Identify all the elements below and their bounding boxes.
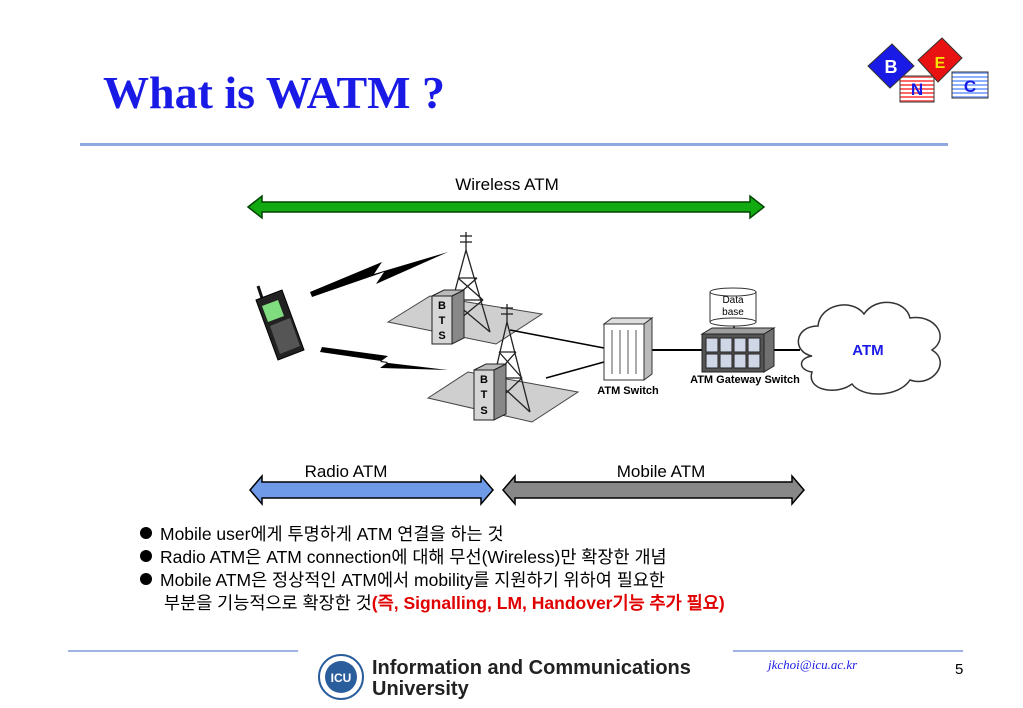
title-divider	[80, 143, 948, 146]
icu-seal-text: ICU	[331, 671, 352, 685]
bullet-text: Mobile user에게 투명하게 ATM 연결을 하는 것	[160, 524, 504, 544]
bts-cabinet-2: B T S	[473, 363, 507, 421]
logo-letter-b: B	[885, 57, 898, 77]
bullet-continuation-text: 부분을 기능적으로 확장한 것	[164, 593, 372, 613]
database-label-line1: Data	[722, 295, 744, 306]
bts1-letter-b: B	[438, 300, 446, 312]
bullet-dot-icon	[140, 573, 152, 586]
bts1-letter-t: T	[439, 315, 446, 327]
bts-cabinet-1: B T S	[431, 289, 465, 345]
logo-letter-c: C	[964, 77, 976, 96]
mobile-atm-label: Mobile ATM	[617, 462, 706, 481]
mobile-atm-arrow	[502, 473, 805, 507]
bullet-item: Mobile ATM은 정상적인 ATM에서 mobility를 지원하기 위하…	[140, 569, 725, 592]
link-bts2-switch	[545, 361, 605, 379]
bullet-dot-icon	[140, 550, 152, 563]
bullet-text: Mobile ATM은 정상적인 ATM에서 mobility를 지원하기 위하…	[160, 570, 666, 590]
watm-diagram: Wireless ATM B T S B T S	[246, 175, 941, 507]
icu-seal-logo: ICU	[318, 654, 364, 700]
bullet-highlight-text: (즉, Signalling, LM, Handover기능 추가 필요)	[371, 593, 725, 613]
bullet-text: Radio ATM은 ATM connection에 대해 무선(Wireles…	[160, 547, 667, 567]
database-icon	[709, 287, 757, 327]
radio-link-bolt-2	[320, 347, 448, 370]
atm-cloud-label: ATM	[852, 342, 883, 359]
bts2-letter-s: S	[480, 405, 487, 417]
footer-divider-right	[733, 650, 963, 652]
university-name-line1: Information and Communications	[372, 657, 691, 679]
bullet-continuation: 부분을 기능적으로 확장한 것(즉, Signalling, LM, Hando…	[140, 592, 725, 615]
atm-cloud	[797, 301, 941, 395]
radio-link-bolt-1	[310, 252, 448, 297]
atm-gateway-switch	[700, 327, 776, 373]
university-name-line2: University	[372, 678, 469, 700]
bts2-letter-t: T	[481, 389, 488, 401]
wireless-atm-label: Wireless ATM	[455, 175, 559, 194]
atm-switch-label: ATM Switch	[597, 385, 659, 397]
mobile-phone-icon	[255, 285, 305, 361]
page-title: What is WATM ?	[103, 67, 446, 118]
logo-letter-n: N	[911, 80, 923, 99]
wireless-atm-arrow	[246, 194, 766, 220]
page-number: 5	[955, 661, 964, 678]
radio-atm-label: Radio ATM	[305, 462, 388, 481]
university-name: Information and Communications Universit…	[372, 658, 691, 700]
bnec-logo: B E N C	[867, 37, 989, 103]
atm-switch	[602, 317, 654, 381]
footer-divider-left	[68, 650, 298, 652]
cell-plate-1	[386, 295, 544, 345]
bullet-item: Radio ATM은 ATM connection에 대해 무선(Wireles…	[140, 546, 725, 569]
author-email: jkchoi@icu.ac.kr	[768, 657, 858, 672]
bts1-letter-s: S	[438, 330, 445, 342]
bullet-dot-icon	[140, 527, 152, 540]
gateway-switch-label: ATM Gateway Switch	[690, 374, 800, 386]
database-label-line2: base	[722, 307, 744, 318]
link-bts1-switch	[509, 329, 605, 349]
logo-letter-e: E	[935, 55, 946, 72]
bullet-list: Mobile user에게 투명하게 ATM 연결을 하는 것 Radio AT…	[140, 523, 725, 615]
bts2-letter-b: B	[480, 374, 488, 386]
bullet-item: Mobile user에게 투명하게 ATM 연결을 하는 것	[140, 523, 725, 546]
radio-atm-arrow	[249, 473, 494, 507]
